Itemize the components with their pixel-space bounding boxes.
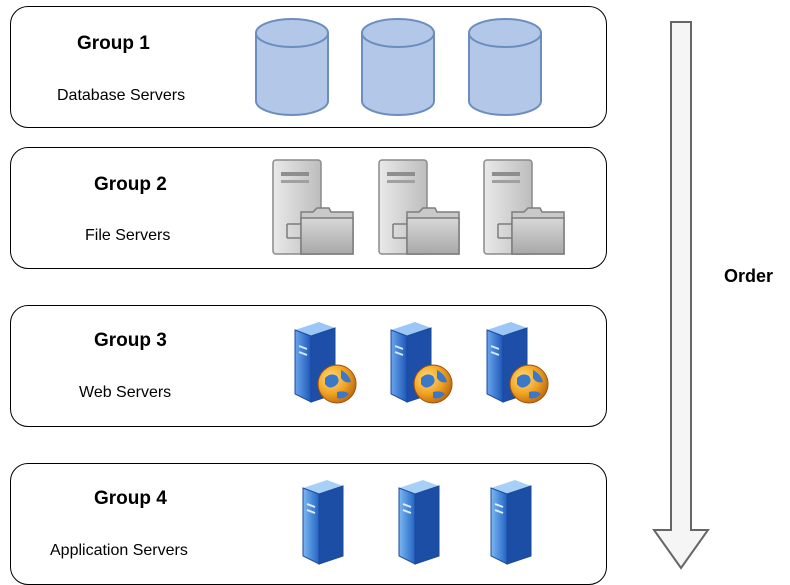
order-label: Order xyxy=(724,266,774,286)
group-subtitle: Database Servers xyxy=(57,87,186,104)
file-server-icon xyxy=(272,159,354,255)
group-subtitle: Web Servers xyxy=(79,384,172,401)
database-icon xyxy=(468,18,542,116)
group-title: Group 3 xyxy=(94,330,167,351)
group-subtitle: File Servers xyxy=(85,227,171,244)
application-server-icon xyxy=(490,480,532,565)
group-4-box: Group 4 Application Servers xyxy=(10,463,607,585)
group-subtitle: Application Servers xyxy=(50,542,188,559)
database-icon xyxy=(255,18,329,116)
group-1-box: Group 1 Database Servers xyxy=(10,6,607,128)
database-icon xyxy=(361,18,435,116)
application-server-icon xyxy=(398,480,440,565)
web-server-icon xyxy=(294,322,357,404)
web-server-icon xyxy=(486,322,549,404)
file-server-icon xyxy=(483,159,565,255)
group-title: Group 1 xyxy=(77,33,150,54)
group-title: Group 4 xyxy=(94,488,167,509)
group-3-box: Group 3 Web Servers xyxy=(10,305,607,427)
web-server-icon xyxy=(390,322,453,404)
file-server-icon xyxy=(378,159,460,255)
application-server-icon xyxy=(302,480,344,565)
order-arrow xyxy=(652,21,710,570)
group-title: Group 2 xyxy=(94,174,167,195)
group-2-box: Group 2 File Servers xyxy=(10,147,607,269)
